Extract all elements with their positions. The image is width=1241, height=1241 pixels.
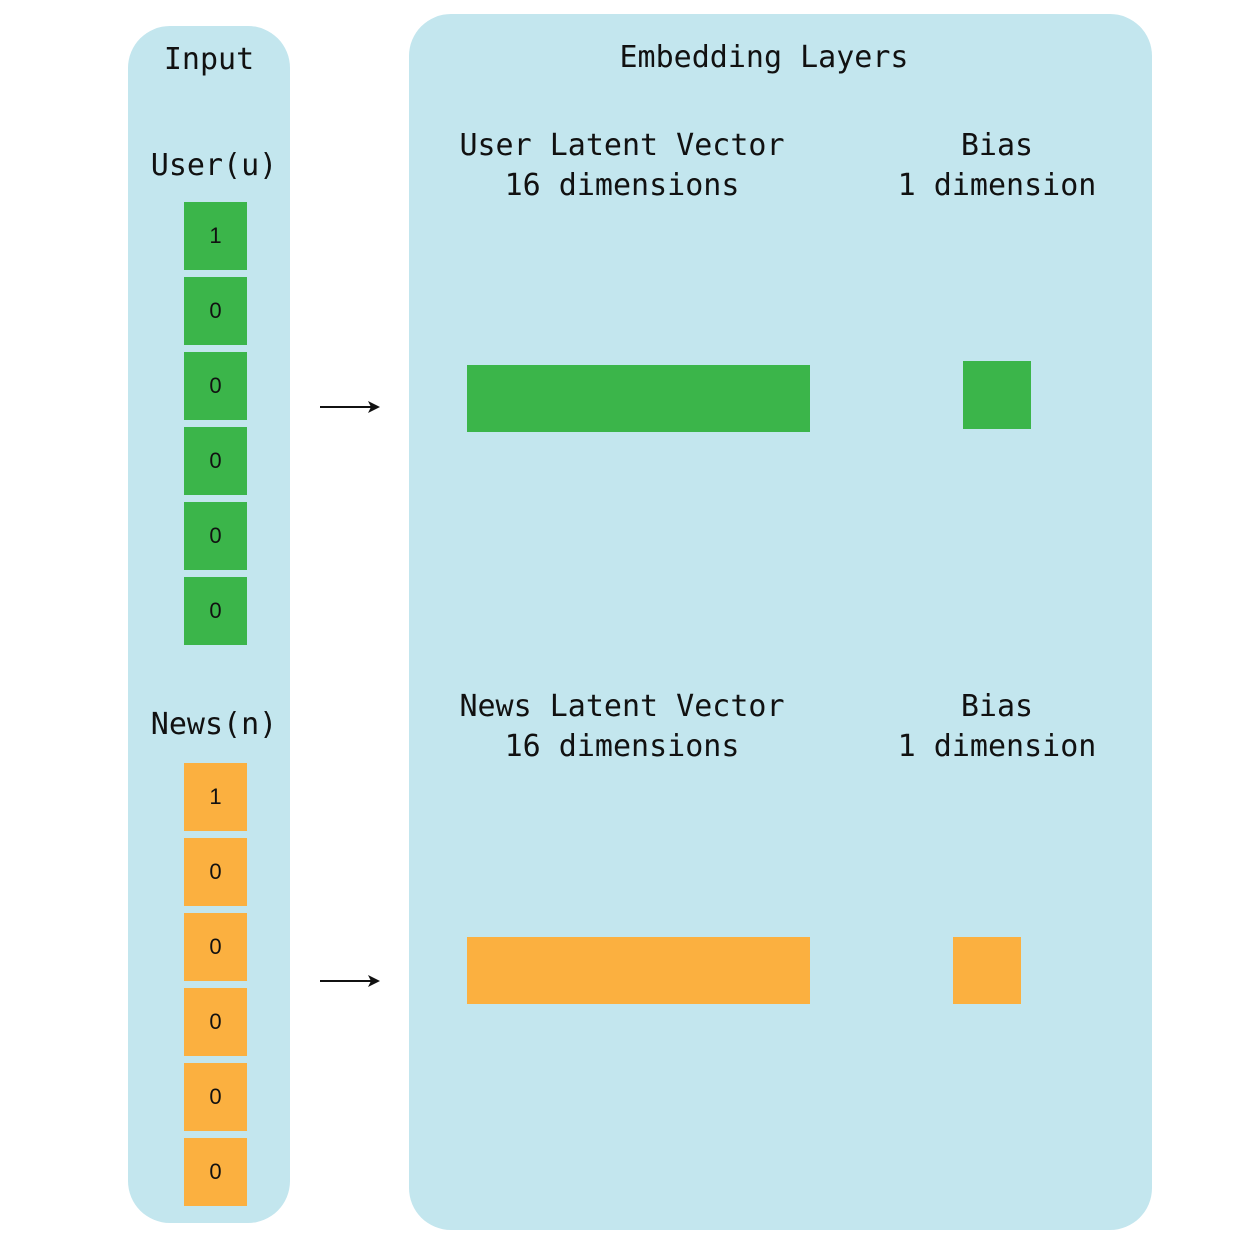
news-vector-title: News Latent Vector [459, 689, 785, 724]
news-arrow-icon [320, 975, 380, 987]
vector-cell: 0 [184, 502, 247, 570]
user-vector-dims: 16 dimensions [504, 168, 740, 203]
vector-cell: 0 [184, 577, 247, 645]
user-vector-title: User Latent Vector [459, 128, 785, 163]
vector-cell: 0 [184, 838, 247, 906]
user-input-label: User(u) [150, 148, 278, 183]
vector-cell: 0 [184, 427, 247, 495]
news-bias-title: Bias [960, 689, 1034, 724]
embedding-panel [409, 14, 1152, 1230]
vector-cell: 0 [184, 352, 247, 420]
news-latent-vector-block [467, 937, 810, 1004]
vector-cell: 0 [184, 913, 247, 981]
news-bias-dims: 1 dimension [897, 729, 1097, 764]
user-arrow-icon [320, 401, 380, 413]
vector-cell: 0 [184, 277, 247, 345]
news-input-label: News(n) [150, 707, 278, 742]
vector-cell: 1 [184, 202, 247, 270]
vector-cell: 0 [184, 1138, 247, 1206]
news-bias-block [953, 937, 1021, 1004]
user-latent-vector-block [467, 365, 810, 432]
user-bias-block [963, 361, 1031, 429]
user-bias-dims: 1 dimension [897, 168, 1097, 203]
news-vector-dims: 16 dimensions [504, 729, 740, 764]
user-bias-title: Bias [960, 128, 1034, 163]
input-title: Input [163, 42, 255, 77]
vector-cell: 1 [184, 763, 247, 831]
embedding-title: Embedding Layers [619, 40, 909, 75]
vector-cell: 0 [184, 1063, 247, 1131]
vector-cell: 0 [184, 988, 247, 1056]
